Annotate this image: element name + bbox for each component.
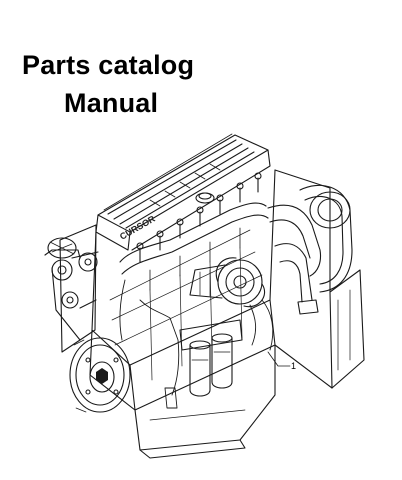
callout-1: 1 <box>267 351 296 371</box>
intake-manifold <box>119 202 269 291</box>
rocker-cover: CURSOR <box>95 133 271 251</box>
exhaust-pipes <box>267 184 353 315</box>
front-accessories <box>44 224 99 353</box>
title-line-1: Parts catalog <box>22 50 195 80</box>
flywheel-housing <box>274 169 365 389</box>
oil-pan <box>134 344 276 459</box>
lines-and-hoses <box>119 279 274 409</box>
callout-number: 1 <box>291 361 296 371</box>
head-bolts <box>136 172 262 263</box>
turbocharger <box>189 257 266 308</box>
oil-filters <box>179 319 243 397</box>
engine-block <box>89 169 276 411</box>
title-line-2: Manual <box>64 88 159 118</box>
crank-damper <box>69 337 131 413</box>
brand-stamp: CURSOR <box>118 213 157 241</box>
